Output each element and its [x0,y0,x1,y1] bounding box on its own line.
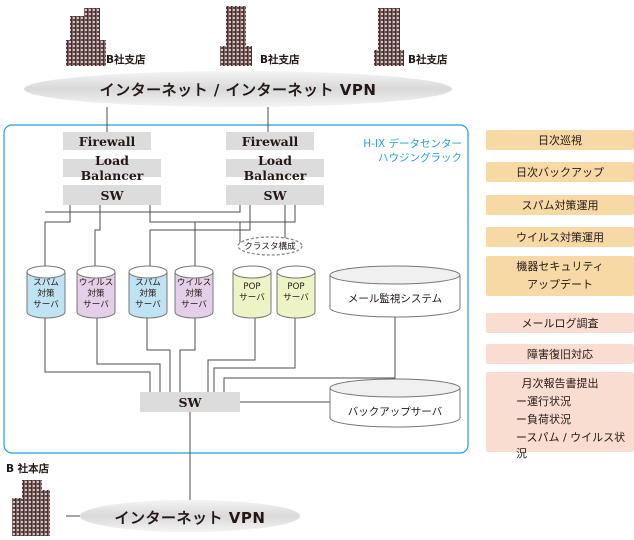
server-label-line: サーバ [239,293,265,303]
monthly-report-item: ースパム / ウイルス状況 [516,431,626,460]
server-label-line: サーバ [135,300,161,310]
firewall-left: Firewall [63,132,151,150]
server-label-line: サーバ [181,300,207,310]
cluster-label: クラスタ構成 [244,242,296,252]
branch-building-2 [220,6,252,66]
datacenter-label: H-IX データセンター ハウジングラック [340,137,462,165]
mail-monitoring-cylinder [329,265,461,318]
server-label-line: ウイルス [176,278,212,288]
internet-vpn-top-label: インターネット / インターネット VPN [99,81,377,99]
service-item: スパム対策運用 [486,195,634,215]
server-label-line: サーバ [33,300,59,310]
service-item: メールログ調査 [486,313,634,333]
server-cylinder [128,265,168,319]
internet-vpn-top-cloud [24,71,452,107]
internet-vpn-bottom-label: インターネット VPN [114,509,266,527]
server-label-line: 対策 [185,289,203,299]
service-item-line: 機器セキュリティ [516,260,604,273]
branch-office-label: B社支店 [106,54,146,66]
server-label-line: スパム [33,278,59,288]
monthly-report-box: 月次報告書提出 ー運行状況 ー負荷状況 ースパム / ウイルス状況 [486,372,634,460]
monthly-report-title: 月次報告書提出 [521,377,599,390]
branch-office-label: B社支店 [408,54,448,66]
server-cylinder [276,265,316,319]
server-cylinder [76,265,116,319]
monthly-report-item: ー運行状況 [516,395,571,408]
server-label-line: サーバ [283,293,309,303]
server-label-line: 対策 [139,289,157,299]
monthly-report-item: ー負荷状況 [516,413,571,426]
backup-server-cylinder [329,378,461,428]
switch-left: SW [63,185,161,205]
load-balancer-right: Load Balancer [226,153,324,183]
datacenter-frame [3,124,469,454]
service-item: 機器セキュリティアップデート [486,256,634,296]
server-label: スパム対策サーバ [23,278,69,311]
core-switch: SW [140,392,240,412]
server-cylinder [174,265,214,319]
headquarters-label: B 社本店 [6,463,50,475]
server-label: ウイルス対策サーバ [171,278,217,311]
server-cylinder [232,265,272,319]
firewall-right: Firewall [226,132,314,150]
service-item: 日次巡視 [486,130,634,150]
server-label-line: POP [287,282,305,292]
branch-building-3 [374,8,404,66]
server-label-line: POP [243,282,261,292]
branch-building-1 [66,8,106,66]
datacenter-label-line: H-IX データセンター [363,138,462,150]
load-balancer-left: Load Balancer [63,153,161,183]
server-cylinder [26,265,66,319]
cluster-ellipse [237,236,303,256]
branch-office-label: B社支店 [260,54,300,66]
switch-right: SW [226,185,324,205]
service-item: 障害復旧対応 [486,344,634,364]
service-item-line: アップデート [527,278,593,291]
backup-server-label: バックアップサーバ [347,406,443,418]
service-item: ウイルス対策運用 [486,227,634,247]
internet-vpn-bottom-cloud [80,500,300,532]
server-label-line: スパム [135,278,161,288]
server-label-line: 対策 [87,289,105,299]
service-item: 日次バックアップ [486,162,634,182]
headquarters-building [12,480,50,536]
server-label-line: ウイルス [78,278,114,288]
network-wiring [44,107,396,517]
server-label: ウイルス対策サーバ [73,278,119,311]
server-label-line: サーバ [83,300,109,310]
datacenter-label-line: ハウジングラック [378,152,462,164]
server-label: スパム対策サーバ [125,278,171,311]
server-label-line: 対策 [37,289,55,299]
mail-monitoring-label: メール監視システム [347,293,443,305]
